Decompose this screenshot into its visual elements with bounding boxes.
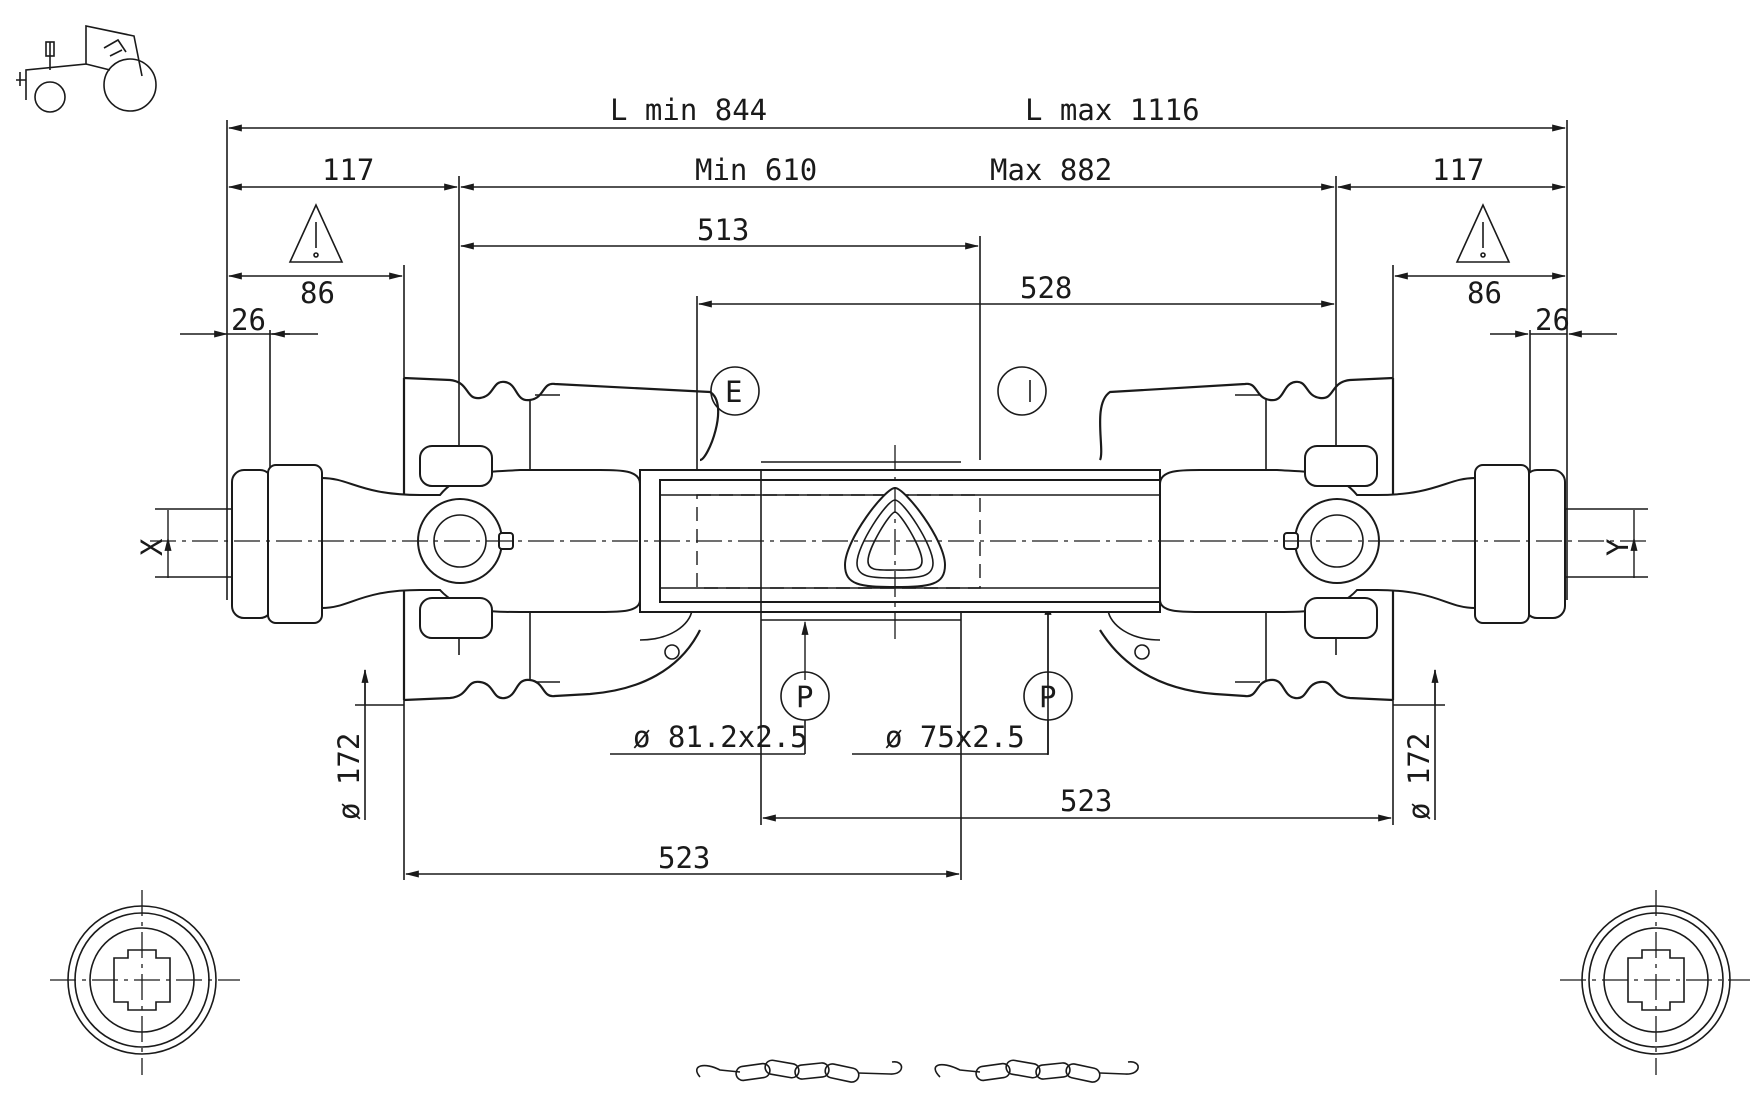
l-min-label: L min 844 — [610, 93, 767, 127]
l-max-label: L max 1116 — [1025, 93, 1200, 127]
warning-triangle-icon — [288, 203, 344, 263]
tractor-icon — [16, 25, 157, 113]
d513-label: 513 — [697, 213, 749, 247]
telescopic-tubes — [639, 445, 1161, 640]
left-86-label: 86 — [300, 276, 335, 310]
callout-profile-outer: P — [780, 671, 830, 721]
d523-upper-label: 523 — [1060, 784, 1112, 818]
d523-lower-label: 523 — [658, 841, 710, 875]
dimension-labels: L min 844 L max 1116 117 Min 610 Max 882… — [135, 93, 1635, 875]
left-guard — [402, 376, 720, 702]
splined-yoke-icon — [1560, 890, 1750, 1075]
left-end-label: 117 — [322, 153, 374, 187]
right-end-label: 117 — [1432, 153, 1484, 187]
safety-chain-icon — [695, 1059, 903, 1083]
callout-p2-label: P — [1039, 680, 1056, 714]
max-label: Max 882 — [990, 153, 1112, 187]
callout-profile-inner: P — [1023, 671, 1073, 721]
d528-label: 528 — [1020, 271, 1072, 305]
callout-p1-label: P — [796, 680, 813, 714]
tube-outer-label: ø 81.2x2.5 — [633, 720, 808, 754]
left-dia-label: ø 172 — [332, 733, 366, 820]
min-label: Min 610 — [695, 153, 817, 187]
right-86-label: 86 — [1467, 276, 1502, 310]
right-26-label: 26 — [1535, 303, 1570, 337]
safety-chain-icon — [934, 1059, 1139, 1083]
warning-triangle-icon — [1455, 203, 1511, 263]
left-yoke — [231, 445, 641, 639]
splined-yoke-icon — [50, 890, 240, 1075]
callout-outer-tube: E — [710, 366, 760, 416]
right-yoke — [1159, 445, 1566, 639]
shaft-end-y-label: Y — [1601, 539, 1635, 556]
shaft-end-x-label: X — [135, 538, 169, 556]
callout-inner-tube: I — [997, 366, 1047, 416]
callout-e-label: E — [725, 375, 742, 409]
left-26-label: 26 — [231, 303, 266, 337]
right-dia-label: ø 172 — [1402, 733, 1436, 820]
tube-inner-label: ø 75x2.5 — [885, 720, 1025, 754]
